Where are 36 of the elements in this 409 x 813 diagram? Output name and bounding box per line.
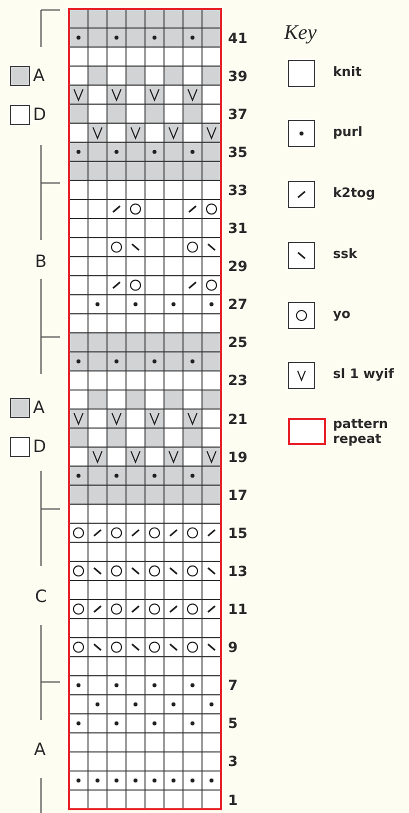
row-number: 3 bbox=[228, 754, 239, 770]
row-number: 39 bbox=[228, 68, 248, 85]
legend-label: k2tog bbox=[333, 186, 376, 201]
legend-label: purl bbox=[333, 125, 364, 140]
row-number: 17 bbox=[228, 488, 248, 504]
row-number: 13 bbox=[228, 564, 248, 580]
color-label: D bbox=[33, 437, 46, 457]
legend-label: yo bbox=[333, 307, 352, 322]
color-label: A bbox=[33, 66, 45, 86]
legend-label: knit bbox=[333, 65, 363, 80]
section-letter: A bbox=[34, 740, 46, 760]
row-number: 15 bbox=[228, 526, 248, 542]
row-number: 27 bbox=[228, 297, 248, 314]
row-number: 25 bbox=[228, 335, 248, 352]
row-number: 7 bbox=[228, 678, 239, 694]
color-label: D bbox=[33, 105, 46, 125]
row-number: 1 bbox=[228, 792, 239, 809]
row-number: 37 bbox=[228, 106, 248, 123]
row-number: 9 bbox=[228, 640, 239, 656]
legend-label: ssk bbox=[333, 247, 358, 262]
section-letter: C bbox=[35, 587, 47, 607]
legend-label: pattern repeat bbox=[333, 417, 389, 447]
row-number: 11 bbox=[228, 602, 248, 618]
row-number: 33 bbox=[228, 182, 248, 199]
row-number: 23 bbox=[228, 373, 248, 390]
row-number: 29 bbox=[228, 259, 248, 276]
section-letter: B bbox=[35, 252, 47, 272]
key-heading: Key bbox=[284, 20, 317, 44]
row-number: 41 bbox=[228, 30, 248, 47]
row-number: 35 bbox=[228, 144, 248, 161]
row-number: 5 bbox=[228, 716, 239, 732]
row-number: 31 bbox=[228, 221, 248, 238]
color-label: A bbox=[33, 398, 45, 418]
row-number: 21 bbox=[228, 412, 248, 428]
legend-label: sl 1 wyif bbox=[333, 367, 395, 382]
row-number: 19 bbox=[228, 450, 248, 466]
